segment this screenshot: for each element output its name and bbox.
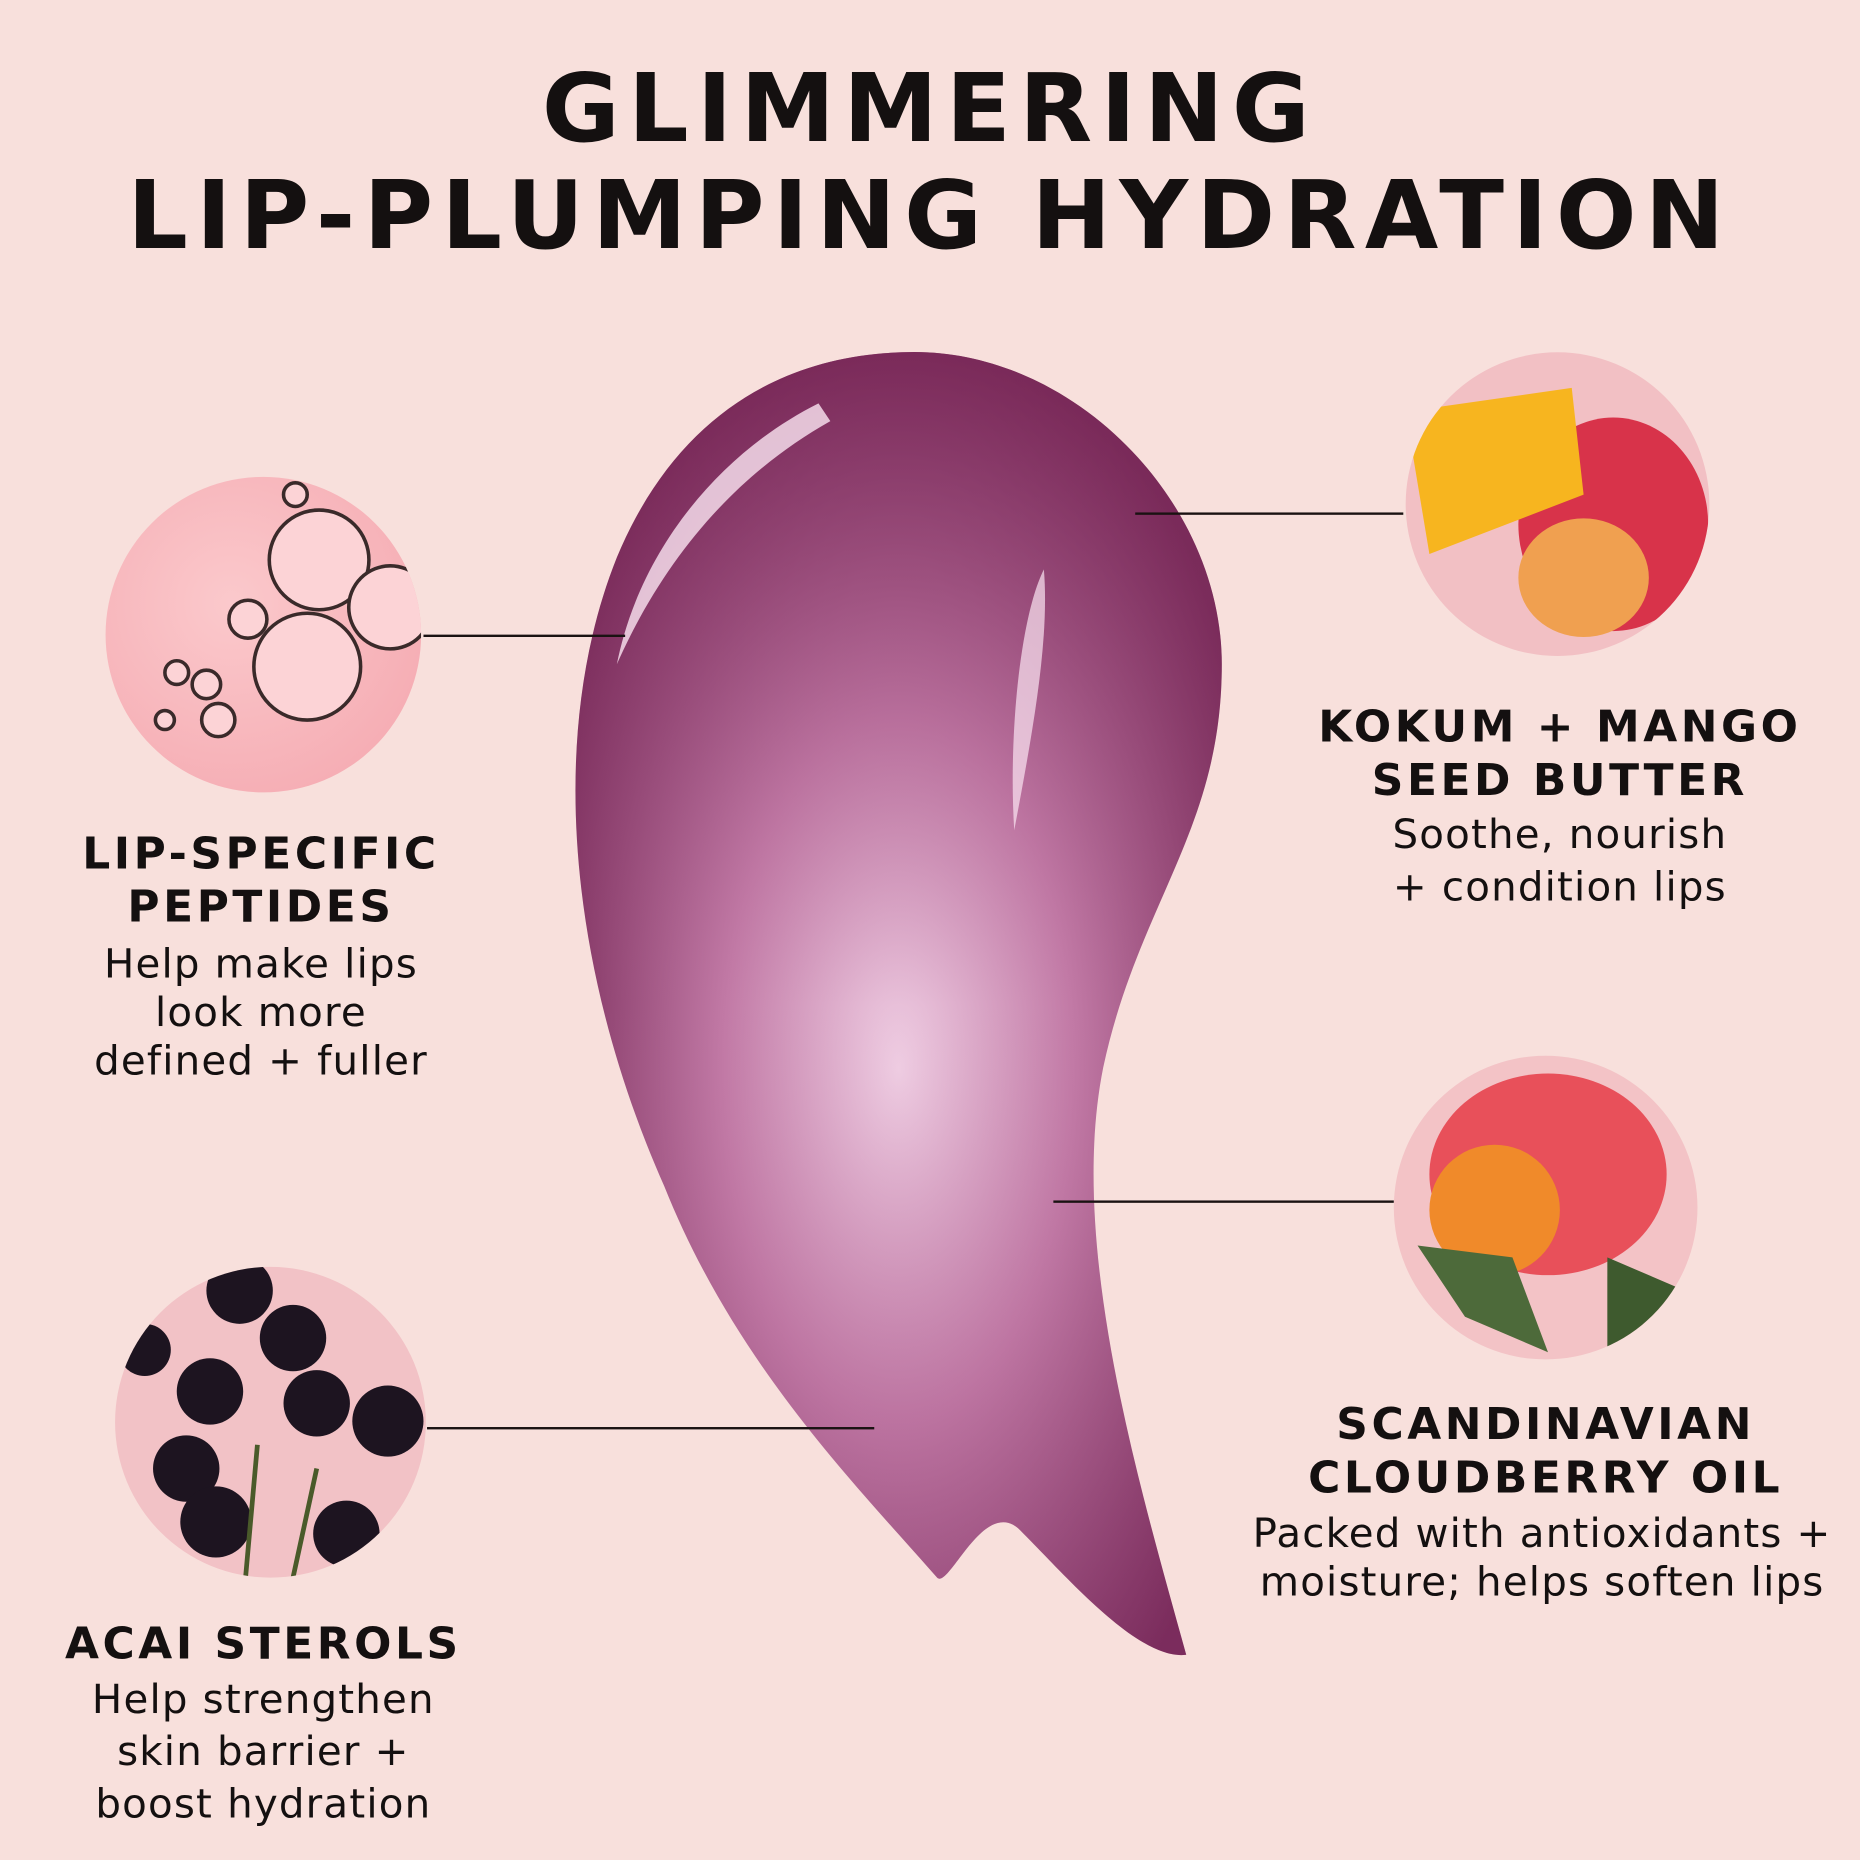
ingredient-name: KOKUM + MANGO [1318,701,1802,753]
ingredient-desc: defined + fuller [94,1037,428,1086]
acai-berries-icon [115,1266,426,1578]
cloudberry-icon [1393,1055,1698,1360]
ingredient-name: SCANDINAVIAN [1336,1398,1756,1450]
ingredient-name: SEED BUTTER [1371,754,1748,806]
title-line-1: GLIMMERING [541,53,1319,164]
ingredient-desc: boost hydration [95,1780,432,1828]
ingredient-desc: Help strengthen [91,1676,435,1724]
ingredient-name: PEPTIDES [127,881,395,933]
connector-line [423,634,626,638]
title-line-2: LIP-PLUMPING HYDRATION [127,160,1733,271]
connector-line [1053,1200,1394,1203]
ingredient-name: LIP-SPECIFIC [82,827,440,879]
connector-line [1135,512,1404,515]
swatch-highlight [616,403,831,665]
connector-line [427,1427,875,1430]
ingredient-desc: Packed with antioxidants + [1252,1510,1832,1558]
ingredient-desc: skin barrier + [117,1728,410,1776]
ingredient-desc: + condition lips [1392,863,1727,912]
ingredient-desc: Help make lips [103,940,418,989]
ingredient-desc: Soothe, nourish [1392,811,1728,859]
ingredient-desc: moisture; helps soften lips [1259,1558,1825,1607]
ingredient-name: CLOUDBERRY OIL [1308,1451,1784,1503]
mango-icon [1405,352,1710,656]
ingredient-desc: look more [155,989,367,1037]
bubbles-icon [105,476,422,793]
ingredient-name: ACAI STEROLS [65,1618,462,1670]
